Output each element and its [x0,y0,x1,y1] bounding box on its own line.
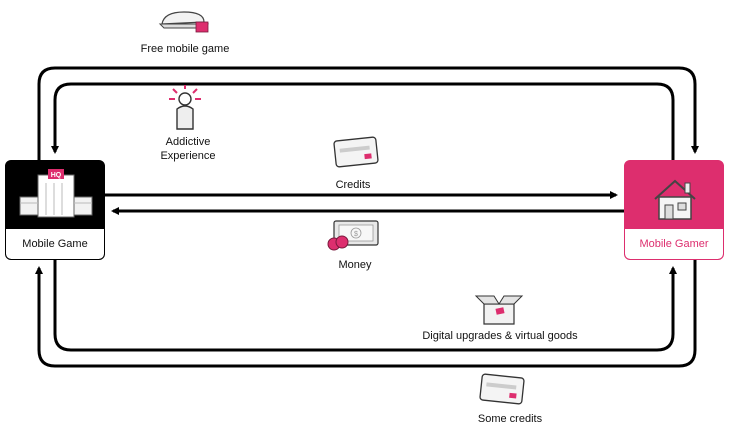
hq-badge: HQ [51,172,62,179]
digital-upgrades-label: Digital upgrades & virtual goods [422,330,578,342]
some-credits-label: Some credits [477,413,543,425]
money-label: Money [338,259,372,271]
open-box-icon [474,292,524,331]
arrow-free-game [37,66,699,160]
credits-label: Credits [335,179,371,191]
excited-person-icon [165,85,205,136]
hq-building-icon: HQ [6,161,104,231]
mobile-gamer-node: Mobile Gamer [624,160,724,260]
hand-serving-icon [158,10,210,39]
money-symbol: $ [354,231,358,238]
arrow-addictive-experience [51,82,675,160]
addictive-line1: Addictive [165,136,211,148]
addictive-experience-label: Addictive Experience [150,135,226,163]
credit-card-icon [478,372,526,411]
house-icon [625,161,723,231]
mobile-game-node: HQ Mobile Game [5,160,105,260]
money-icon: $ [326,218,382,257]
addictive-line2: Experience [160,150,216,162]
arrow-some-credits [35,260,697,368]
arrow-digital-upgrades [53,260,677,352]
free-mobile-game-label: Free mobile game [140,43,230,55]
credit-card-icon [332,135,380,174]
mobile-game-label: Mobile Game [6,229,104,259]
mobile-gamer-label: Mobile Gamer [625,229,723,259]
